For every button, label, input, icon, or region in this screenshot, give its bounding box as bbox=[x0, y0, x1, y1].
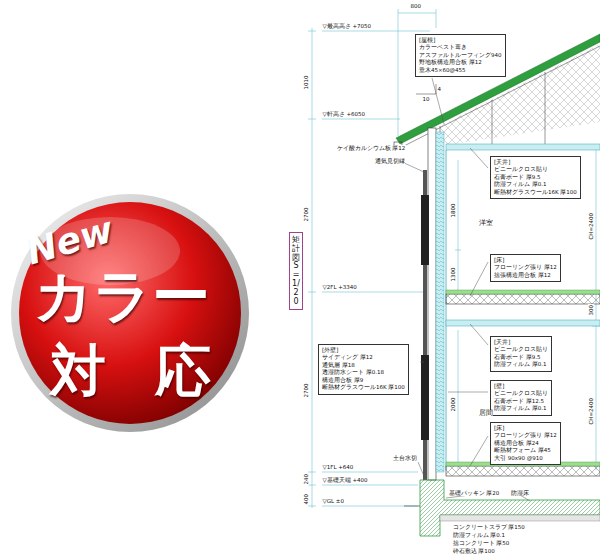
spec-text: 透湿防水シート 厚0.18 bbox=[322, 369, 405, 376]
dimension: CH=2400 bbox=[588, 397, 594, 425]
spec-text: 通気層 厚18 bbox=[322, 362, 405, 369]
level-mark: ▽軒高さ +6050 bbox=[322, 111, 366, 117]
spec-box: [床]フローリング張り 厚12構造用合板 厚24断熱材フォーム 厚45大引 90… bbox=[490, 422, 561, 465]
spec-heading: [天井] bbox=[494, 159, 577, 166]
spec-text: 大引 90x90 @910 bbox=[494, 455, 557, 462]
spec-text: 構造用合板 厚24 bbox=[494, 440, 557, 447]
dimension: CH=2400 bbox=[588, 212, 594, 240]
level-mark: ▽GL ±0 bbox=[322, 498, 344, 504]
note: 捨コンクリート 厚50 bbox=[452, 540, 510, 546]
slope-mark: 10 bbox=[422, 96, 430, 102]
spec-box: [天井]ビニールクロス貼り石膏ボード 厚9.5防湿フィルム 厚0.1断熱材グラス… bbox=[490, 156, 581, 199]
slope-mark: 4 bbox=[437, 86, 442, 92]
dimension: 400 bbox=[303, 494, 309, 506]
spec-text: アスファルトルーフィング940 bbox=[419, 52, 502, 59]
dimension: 1300 bbox=[450, 267, 456, 282]
spec-heading: [床] bbox=[494, 257, 557, 264]
spec-text: ビニールクロス貼り bbox=[494, 390, 548, 397]
title-box: 矩計図 S=1/20 bbox=[289, 232, 303, 310]
dimension: 1800 bbox=[450, 203, 456, 218]
badge-text: 対 応 bbox=[50, 343, 212, 399]
spec-text: 防湿フィルム 厚0.1 bbox=[494, 405, 548, 412]
room-name: 居間 bbox=[478, 410, 493, 418]
spec-box: [外壁]サイディング 厚12通気層 厚18透湿防水シート 厚0.18構造用合板 … bbox=[318, 344, 409, 395]
dimension: 300 bbox=[588, 305, 594, 317]
spec-text: フローリング張り 厚12 bbox=[494, 264, 557, 271]
dimension: 2000 bbox=[450, 397, 456, 412]
spec-text: 捨張構造用合板 厚12 bbox=[494, 272, 557, 279]
spec-text: 矩計図 S=1/20 bbox=[292, 236, 300, 306]
spec-box: [壁]ビニールクロス貼り石膏ボード 厚12.5防湿フィルム 厚0.1 bbox=[490, 380, 552, 416]
spec-text: 構造用合板 厚9 bbox=[322, 377, 405, 384]
spec-box: [床]フローリング張り 厚12捨張構造用合板 厚12 bbox=[490, 254, 561, 282]
spec-text: ビニールクロス貼り bbox=[494, 166, 577, 173]
room-name: 洋室 bbox=[478, 220, 493, 228]
note: 通気見切縁 bbox=[374, 158, 405, 164]
note: 土台水切 bbox=[392, 455, 417, 461]
spec-box: [天井]ビニールクロス貼り石膏ボード 厚9.5防湿フィルム 厚0.1 bbox=[490, 336, 552, 372]
spec-text: サイディング 厚12 bbox=[322, 354, 405, 361]
spec-text: 石膏ボード 厚12.5 bbox=[494, 398, 548, 405]
spec-text: 断熱材フォーム 厚45 bbox=[494, 447, 557, 454]
spec-heading: [天井] bbox=[494, 339, 548, 346]
spec-text: 断熱材グラスウール16K 厚100 bbox=[322, 384, 405, 391]
spec-heading: [屋根] bbox=[419, 37, 502, 44]
note: 防湿床 bbox=[510, 490, 529, 496]
spec-text: フローリング張り 厚12 bbox=[494, 432, 557, 439]
note: 防湿フィルム 厚0.1 bbox=[452, 532, 506, 538]
spec-text: 石膏ボード 厚9.5 bbox=[494, 174, 577, 181]
spec-text: 断熱材グラスウール16K 厚100 bbox=[494, 189, 577, 196]
spec-text: ビニールクロス貼り bbox=[494, 346, 548, 353]
spec-heading: [床] bbox=[494, 425, 557, 432]
dimension: 2700 bbox=[303, 383, 309, 398]
spec-box: [屋根]カラーベスト葺きアスファルトルーフィング940野地板構造用合板 厚12垂… bbox=[415, 34, 506, 77]
dimension: 2700 bbox=[303, 207, 309, 222]
note: コンクリートスラブ 厚150 bbox=[452, 524, 525, 530]
level-mark: ▽最高高さ +7050 bbox=[322, 23, 372, 29]
dimension: 1010 bbox=[303, 75, 309, 90]
spec-text: 垂木45×60@455 bbox=[419, 67, 502, 74]
spec-text: 野地板構造用合板 厚12 bbox=[419, 59, 502, 66]
spec-text: 防湿フィルム 厚0.1 bbox=[494, 361, 548, 368]
level-mark: ▽基礎天端 +400 bbox=[322, 477, 368, 483]
spec-heading: [外壁] bbox=[322, 347, 405, 354]
spec-heading: [壁] bbox=[494, 383, 548, 390]
dimension: 800 bbox=[410, 3, 422, 9]
note: ケイ酸カルシウム板 厚12 bbox=[336, 145, 406, 151]
level-mark: ▽1FL +640 bbox=[322, 464, 354, 470]
badge-text: カラー bbox=[34, 267, 210, 325]
note: 砕石敷込 厚100 bbox=[452, 548, 495, 554]
level-mark: ▽2FL +3340 bbox=[322, 284, 357, 290]
dimension: 240 bbox=[303, 474, 309, 486]
badge-circle: Newカラー対 応 bbox=[10, 193, 250, 433]
spec-text: 石膏ボード 厚9.5 bbox=[494, 354, 548, 361]
spec-text: 防湿フィルム 厚0.1 bbox=[494, 181, 577, 188]
note: 基礎パッキン 厚20 bbox=[448, 490, 500, 496]
spec-text: カラーベスト葺き bbox=[419, 44, 502, 51]
